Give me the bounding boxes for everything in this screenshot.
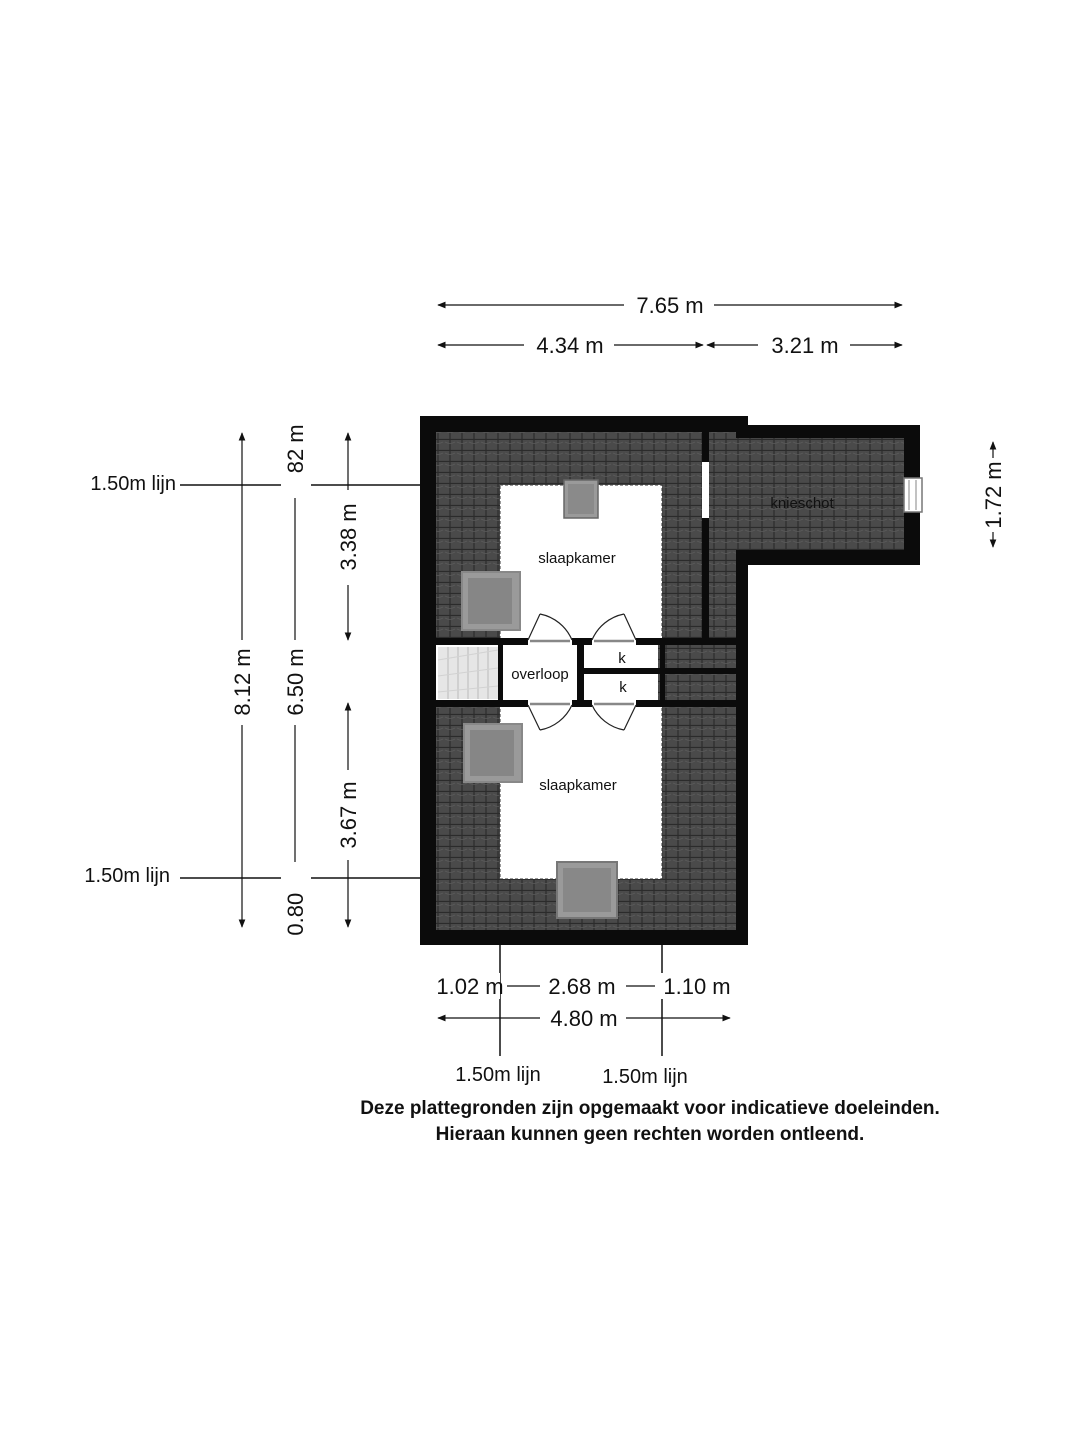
dim-left-room-top: 3.38 m [336,503,361,570]
label-line-bottom-left: 1.50m lijn [455,1064,541,1086]
dim-top-left: 4.34 m [536,333,603,358]
disclaimer: Deze plattegronden zijn opgemaakt voor i… [0,1096,1080,1148]
dim-left-total: 8.12 m [230,648,255,715]
dim-top-total: 7.65 m [636,293,703,318]
dim-bottom-left: 1.02 m [436,974,503,999]
room-label-landing: overloop [511,666,569,683]
dim-bottom-total: 4.80 m [550,1006,617,1031]
label-line-left-top: 1.50m lijn [90,473,176,495]
dim-right-height: 1.72 m [981,461,1006,528]
room-label-closet-2: k [619,679,627,696]
label-line-bottom-right: 1.50m lijn [602,1066,688,1088]
wall-closets-left [577,638,584,707]
wall-landing-bottom [436,700,736,707]
dim-bottom-mid: 2.68 m [548,974,615,999]
room-label-bedroom-top: slaapkamer [538,550,616,567]
knee-wall-opening [702,462,709,518]
skylights [461,479,618,919]
knee-wall-divider [702,432,709,640]
room-label-knee-wall: knieschot [770,495,834,512]
dim-bottom-right: 1.10 m [663,974,730,999]
wall-closets-right [660,645,665,701]
label-line-left-bottom: 1.50m lijn [84,865,170,887]
side-window [903,477,923,513]
wall-stair-side [498,645,503,701]
staircase [437,647,499,699]
dim-top-right: 3.21 m [771,333,838,358]
dim-left-inner: 6.50 m [283,648,308,715]
disclaimer-line-2: Hieraan kunnen geen rechten worden ontle… [435,1124,865,1145]
room-label-bedroom-bottom: slaapkamer [539,777,617,794]
dim-left-room-bottom: 3.67 m [336,781,361,848]
room-label-closet-1: k [618,650,626,667]
disclaimer-line-1: Deze plattegronden zijn opgemaakt voor i… [360,1098,940,1119]
wall-closets-middle [580,668,736,674]
doors [527,613,637,731]
wall-landing-top [436,638,736,645]
